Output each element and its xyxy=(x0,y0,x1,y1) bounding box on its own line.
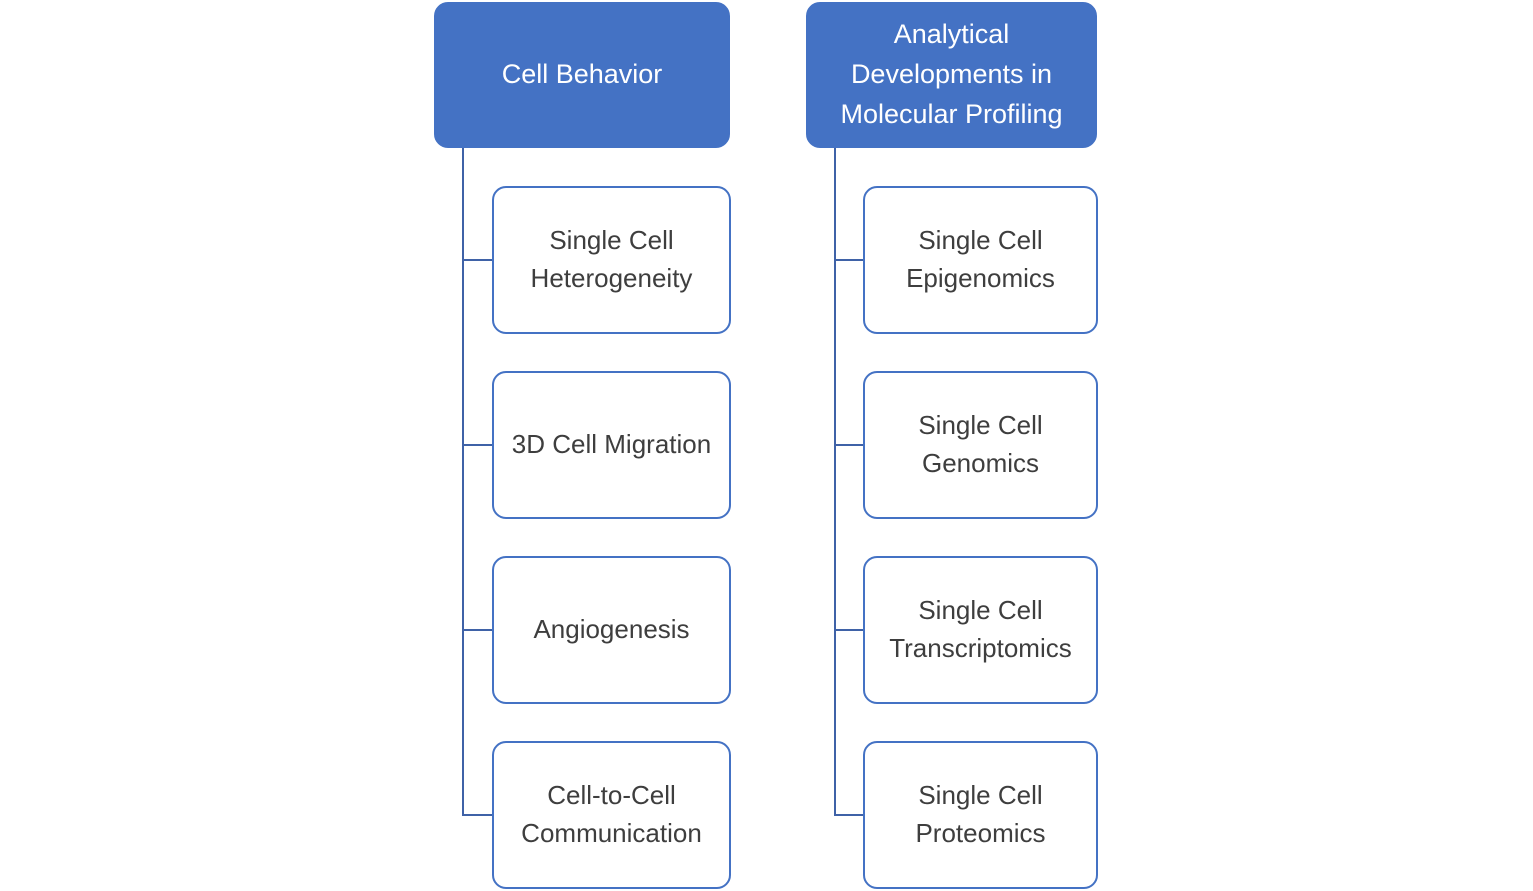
root-node-analytical-developments: Analytical Developments in Molecular Pro… xyxy=(806,2,1097,148)
child-node-3d-cell-migration: 3D Cell Migration xyxy=(492,371,731,519)
root-node-label: Analytical Developments in Molecular Pro… xyxy=(840,19,1063,129)
child-node-label: Single Cell Transcriptomics xyxy=(889,595,1072,663)
child-node-angiogenesis: Angiogenesis xyxy=(492,556,731,704)
connector-stub xyxy=(834,444,865,446)
child-node-single-cell-proteomics: Single Cell Proteomics xyxy=(863,741,1098,889)
connector-stub xyxy=(834,814,865,816)
child-node-label: Single Cell Heterogeneity xyxy=(530,225,693,293)
child-node-single-cell-genomics: Single Cell Genomics xyxy=(863,371,1098,519)
child-node-label: Cell-to-Cell Communication xyxy=(521,780,702,848)
root-node-label: Cell Behavior xyxy=(501,59,663,90)
child-node-cell-to-cell-communication: Cell-to-Cell Communication xyxy=(492,741,731,889)
connector-stub xyxy=(462,444,494,446)
connector-stub xyxy=(834,629,865,631)
root-node-cell-behavior: Cell Behavior xyxy=(434,2,730,148)
child-node-label: Single Cell Epigenomics xyxy=(906,225,1055,293)
child-node-label: 3D Cell Migration xyxy=(511,429,712,460)
connector-stub xyxy=(462,259,494,261)
connector-trunk xyxy=(462,148,464,815)
child-node-label: Single Cell Genomics xyxy=(918,410,1043,478)
connector-stub xyxy=(462,629,494,631)
child-node-single-cell-heterogeneity: Single Cell Heterogeneity xyxy=(492,186,731,334)
child-node-single-cell-epigenomics: Single Cell Epigenomics xyxy=(863,186,1098,334)
connector-stub xyxy=(462,814,494,816)
connector-trunk xyxy=(834,148,836,815)
child-node-label: Single Cell Proteomics xyxy=(915,780,1046,848)
child-node-label: Angiogenesis xyxy=(533,614,690,645)
connector-stub xyxy=(834,259,865,261)
child-node-single-cell-transcriptomics: Single Cell Transcriptomics xyxy=(863,556,1098,704)
